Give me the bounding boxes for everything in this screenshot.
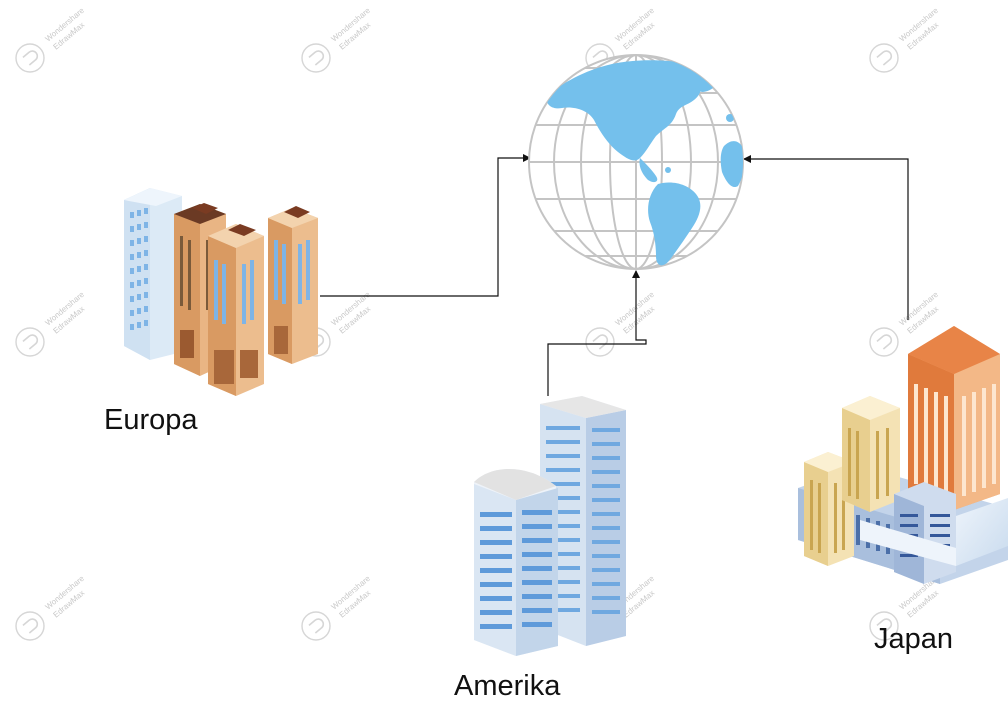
watermark-logo-icon — [301, 611, 331, 641]
node-label-amerika: Amerika — [454, 670, 561, 702]
connector-japan-globe — [743, 155, 909, 320]
connector-europa-globe — [320, 154, 531, 297]
connector-amerika-globe — [547, 270, 647, 396]
watermark-logo-icon — [585, 327, 615, 357]
connectors — [320, 154, 909, 396]
skyscraper-icon — [474, 396, 626, 656]
watermark-logo-icon — [869, 327, 899, 357]
watermark-logo-icon — [301, 43, 331, 73]
watermark-logo-icon — [15, 43, 45, 73]
node-label-europa: Europa — [104, 404, 198, 436]
watermark-logo-icon — [869, 43, 899, 73]
watermark-logo-icon — [15, 327, 45, 357]
office-complex-icon — [798, 326, 1008, 584]
globe-icon — [528, 54, 744, 270]
building-cluster-icon — [124, 188, 318, 396]
watermark-logo-icon — [15, 611, 45, 641]
watermark-logo-icon — [869, 611, 899, 641]
node-label-japan: Japan — [874, 623, 954, 655]
